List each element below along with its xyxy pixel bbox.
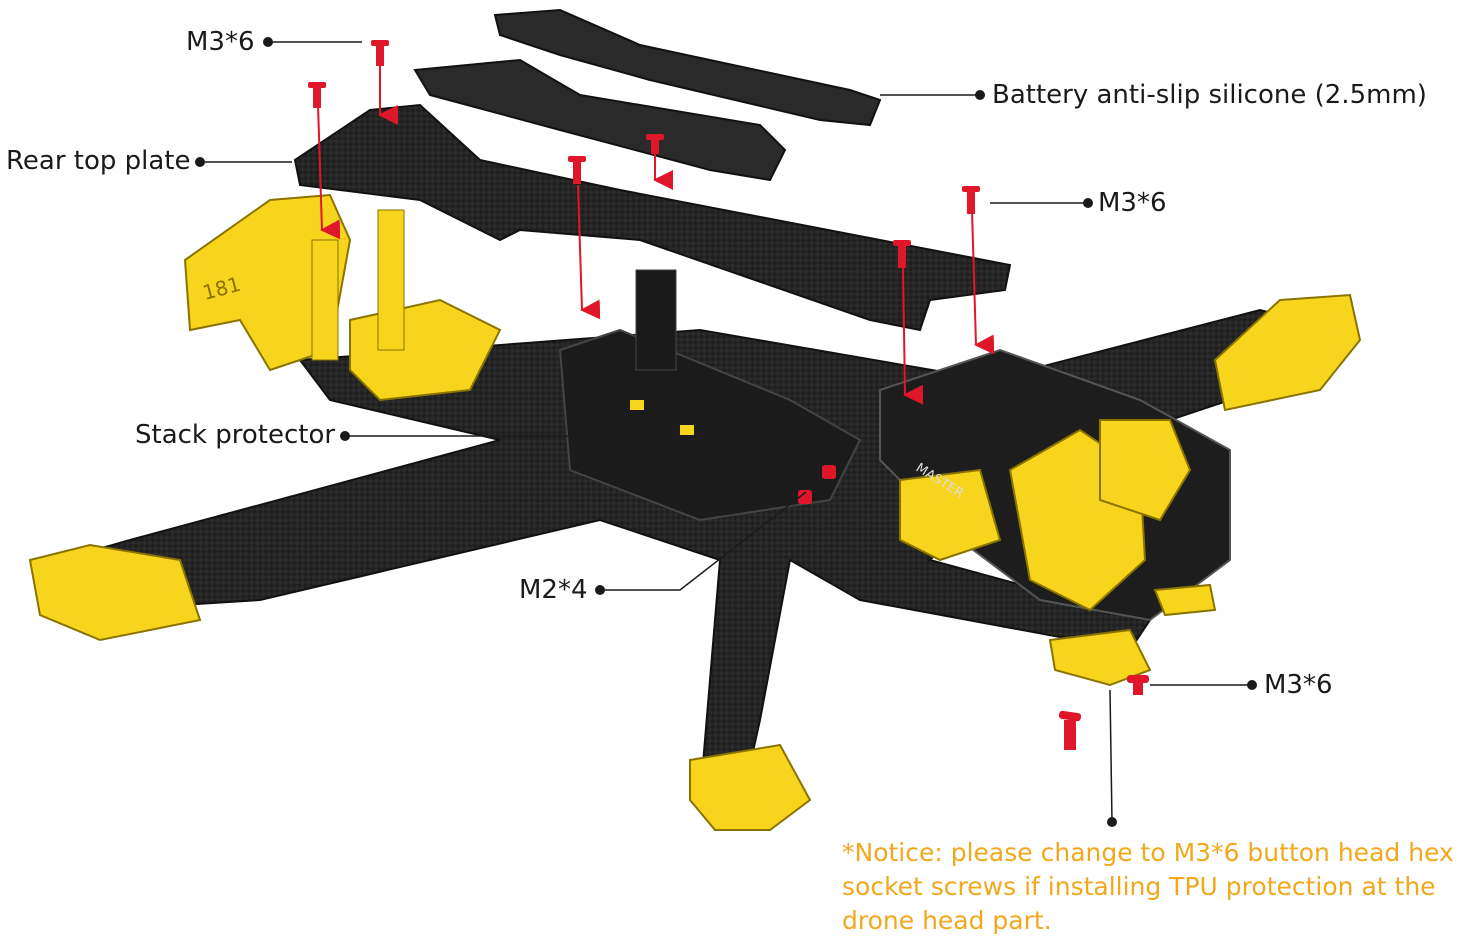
standoffs [311, 209, 677, 371]
screws [308, 40, 1149, 750]
screw-icon [822, 465, 836, 479]
rear-top-plate-part [293, 103, 1012, 332]
arm-guard-right [1213, 293, 1362, 412]
screw-arrows [317, 60, 995, 405]
screw-icon [1127, 675, 1149, 695]
screw-icon [893, 240, 911, 268]
rear-top-plate-label: Rear top plate [6, 146, 191, 176]
screw-label-top-left: M3*6 [186, 27, 255, 57]
arm-guard-left [28, 543, 202, 642]
leader-lines [200, 41, 1252, 823]
screw-icon [371, 40, 389, 66]
screw-icon [1058, 710, 1082, 750]
battery-pad-label: Battery anti-slip silicone (2.5mm) [992, 80, 1427, 110]
battery-pad-lower [413, 58, 787, 182]
stack-protector-label: Stack protector [135, 420, 336, 450]
screw-label-bottom-right: M3*6 [1264, 670, 1333, 700]
screw-icon [308, 82, 326, 108]
screw-icon [646, 134, 664, 154]
leader-dots [195, 37, 1257, 827]
screw-icon [962, 186, 980, 214]
notice-line-2: socket screws if installing TPU protecti… [842, 872, 1436, 901]
arm-guard-front [689, 743, 812, 831]
notice-line-3: drone head part. [842, 906, 1052, 935]
notice-line-1: *Notice: please change to M3*6 button he… [842, 838, 1454, 867]
head-tpu-part [1048, 583, 1217, 687]
screw-label-right: M3*6 [1098, 188, 1167, 218]
screw-icon [798, 490, 812, 504]
screw-label-small: M2*4 [519, 575, 588, 605]
battery-pad-upper [493, 8, 882, 127]
installation-notice: *Notice: please change to M3*6 button he… [842, 836, 1478, 938]
camera-cage: MASTER [879, 348, 1231, 622]
screw-icon [568, 156, 586, 184]
